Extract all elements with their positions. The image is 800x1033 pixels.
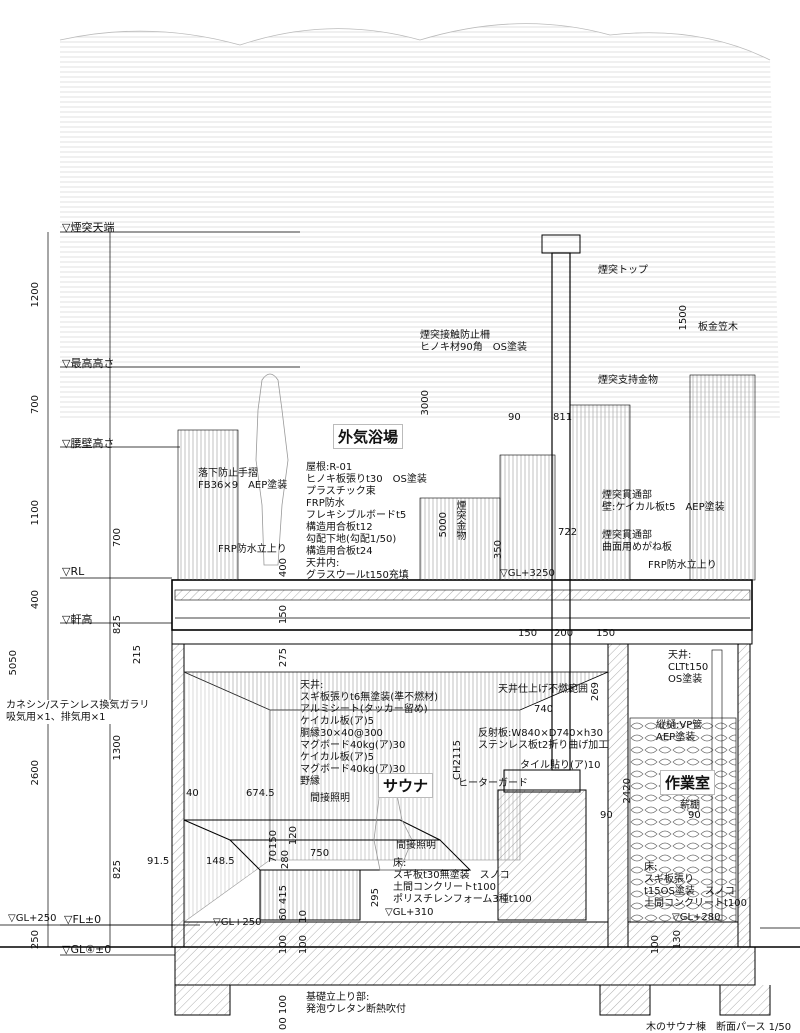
drawing-title: 木のサウナ棟 断面パース 1/50 [646,1022,792,1033]
left-dimension-lines [47,231,300,956]
dim-40: 40 [186,788,199,799]
note-chimney-support: 煙突支持金物 [598,375,658,386]
note-chimney-metal-vertical: 煙突金物 [454,500,465,540]
dim-148-5: 148.5 [206,856,235,867]
dim-91-5: 91.5 [147,856,170,867]
dim-100-b: 100 [298,935,309,955]
level-fl0: ▽FL±0 [64,913,102,926]
level-max-height: ▽最高高さ [62,357,115,370]
room-workroom: 作業室 [660,770,716,795]
dim-415: 415 [278,885,289,905]
note-chimney-pass: 煙突貫通部 壁:ケイカル板t5 AEP塗装 [602,490,725,513]
dim-150-d: 150 [268,830,279,850]
dim-1100: 1100 [30,500,41,526]
dim-5050: 5050 [8,650,19,676]
dim-90-a: 90 [508,412,521,423]
note-work-floor: 床: スギ板張り t15OS塗装 スノコ 土間コンクリートt100 [644,862,748,909]
dim-350: 350 [493,540,504,560]
note-frp-left: FRP防水立上り [218,544,287,555]
level-gl-280: ▽GL+280 [672,912,721,923]
dim-1200: 1200 [30,282,41,308]
note-vp-pipe: 縦樋:VP管 AEP塗装 [656,720,703,743]
dim-120: 120 [288,826,299,846]
dim-275: 275 [278,648,289,668]
dim-00-100: 00 100 [278,995,289,1030]
dim-1300: 1300 [112,735,123,761]
dim-722: 722 [558,527,578,538]
dim-825-a: 825 [112,615,123,635]
dim-674-5: 674.5 [246,788,275,799]
level-gl-250-in: ▽GL+250 [213,917,262,928]
dim-740: 740 [534,704,554,715]
dim-10: 10 [298,910,309,923]
note-work-ceiling: 天井: CLTt150 OS塗装 [668,650,709,685]
level-gl-250-left: ▽GL+250 [8,913,57,924]
dim-100-c: 100 [650,935,661,955]
dim-811: 811 [553,412,573,423]
tree-sketch-background [59,23,780,421]
note-chimney-top: 煙突トップ [598,265,648,276]
note-vent-gallery: カネシン/ステンレス換気ガラリ 吸気用×1、排気用×1 [6,700,150,724]
dim-269: 269 [590,682,601,702]
dim-70: 70 [268,850,279,863]
dim-825-b: 825 [112,860,123,880]
building-shell [171,579,753,948]
note-reflector: 反射板:W840×D740×h30 ステンレス板t2折り曲げ加工 [478,728,609,751]
dim-215: 215 [132,645,143,665]
level-gl-310: ▽GL+310 [385,907,434,918]
note-tile: タイル貼り(ア)10 [520,760,601,771]
note-frp-right: FRP防水立上り [648,560,717,571]
dim-250: 250 [30,930,41,950]
dim-2420: 2420 [622,778,633,804]
dim-60: 60 [278,908,289,921]
dim-400-roof: 400 [278,558,289,578]
dim-400: 400 [30,590,41,610]
level-gl-3250: ▽GL+3250 [500,568,555,579]
dim-5000: 5000 [438,512,449,538]
dim-150-a: 150 [278,605,289,625]
note-roof-spec: 屋根:R-01 ヒノキ板張りt30 OS塗装 プラスチック束 FRP防水 フレキ… [306,462,427,581]
dim-150-c: 150 [596,628,616,639]
level-gl-datum: ▽GL④±0 [62,943,112,956]
dim-700-b: 700 [112,528,123,548]
dim-150-b: 150 [518,628,538,639]
note-ceiling-finish: 天井仕上げ不燃範囲 [498,684,588,695]
dim-2600: 2600 [30,760,41,786]
dim-295: 295 [370,888,381,908]
note-bench-spec: 床: スギ板t30無塗装 スノコ 土間コンクリートt100 ポリスチレンフォーム… [393,858,532,905]
dim-750: 750 [310,848,330,859]
note-fall-rail: 落下防止手摺 FB36×9 AEP塗装 [198,468,288,491]
dim-90-c: 90 [688,810,701,821]
dim-130: 130 [672,930,683,950]
note-ceiling-spec: 天井: スギ板張りt6無塗装(準不燃材) アルミシート(タッカー留め) ケイカル… [300,680,439,787]
note-indirect-light-1: 間接照明 [310,793,350,804]
note-metal-cap: 板金笠木 [698,322,738,333]
dim-700-a: 700 [30,395,41,415]
foundation [174,946,771,1016]
level-chimney-top: ▽煙突天端 [62,221,115,234]
level-rl: ▽RL [62,565,85,578]
note-heater-guard: ヒーターガード [458,778,528,789]
dim-90-b: 90 [600,810,613,821]
level-eaves: ▽軒高 [62,613,93,626]
note-ch2115: CH2115 [452,740,463,780]
note-chimney-pass2: 煙突貫通部 曲面用めがね板 [602,530,672,553]
dim-1500: 1500 [678,305,689,331]
note-chimney-guard: 煙突接触防止柵 ヒノキ材90角 OS塗装 [420,330,527,353]
firewood-shelf [629,649,737,923]
dim-200: 200 [554,628,574,639]
roof-railings [177,374,756,581]
note-firewood: 薪棚 [680,800,700,811]
room-sauna: サウナ [378,773,434,798]
dim-3000: 3000 [420,390,431,416]
note-foundation: 基礎立上り部: 発泡ウレタン断熱吹付 [306,992,406,1015]
room-outdoor-bath: 外気浴場 [333,424,404,449]
note-indirect-light-2: 間接照明 [396,840,436,851]
level-waist-wall: ▽腰壁高さ [62,437,115,450]
dim-100-a: 100 [278,935,289,955]
dim-280: 280 [280,850,291,870]
